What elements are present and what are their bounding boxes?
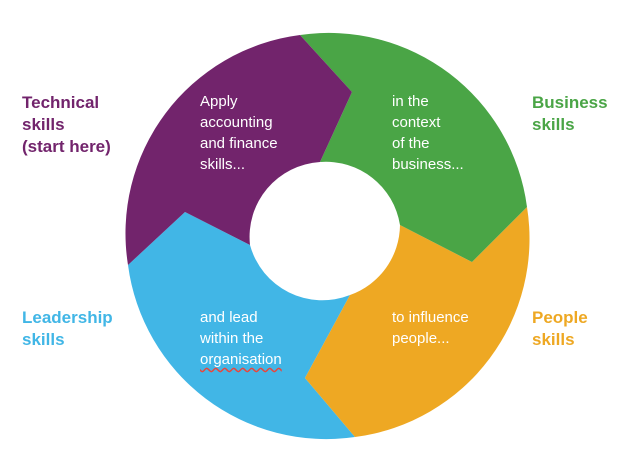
segment-people <box>305 207 530 437</box>
segment-business <box>300 32 527 262</box>
segment-people-text: to influence people... <box>392 309 469 347</box>
label-leadership-skills: Leadership skills <box>22 308 113 349</box>
segment-business-text: in the context of the business... <box>392 93 464 173</box>
label-business-skills: Business skills <box>532 93 608 134</box>
label-people-skills: People skills <box>532 308 588 349</box>
segment-leadership <box>128 212 355 440</box>
spellcheck-underlined-word: organisation <box>200 351 282 368</box>
segment-technical <box>125 35 352 265</box>
label-technical-skills: Technical skills (start here) <box>22 93 111 156</box>
segment-leadership-text: and lead within the organisation <box>200 309 282 368</box>
segment-technical-text: Apply accounting and finance skills... <box>200 93 278 173</box>
